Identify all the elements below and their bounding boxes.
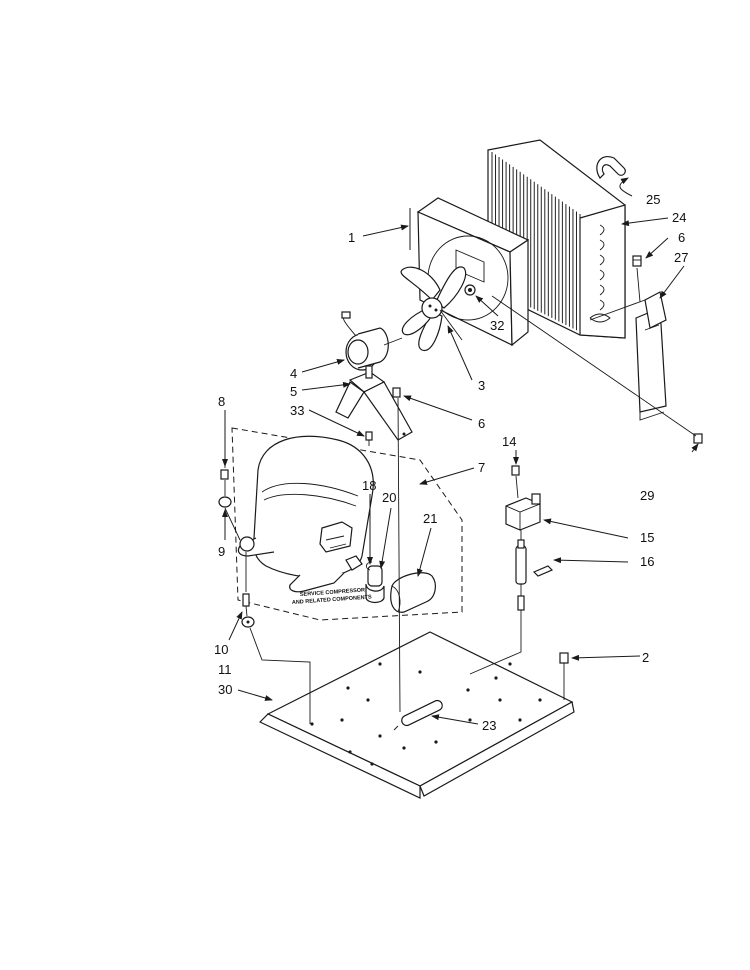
base-pan-hole	[418, 670, 422, 674]
base-pan-hole	[498, 698, 502, 702]
overload-relay	[365, 561, 385, 604]
base-pan-hole	[340, 718, 344, 722]
callout-5: 5	[290, 384, 297, 399]
fan-motor	[341, 311, 403, 371]
callout-11: 11	[218, 662, 232, 677]
tube-clip	[596, 156, 626, 179]
base-pan-hole	[346, 686, 350, 690]
base-pan-hole	[518, 718, 522, 722]
callout-32: 32	[490, 318, 504, 333]
callout-8: 8	[218, 394, 225, 409]
base-pan-hole	[370, 762, 374, 766]
callout-23: 23	[482, 718, 496, 733]
service-compressor-outline	[231, 427, 463, 621]
compressor	[237, 435, 374, 593]
callout-14: 14	[502, 434, 516, 449]
callout-4: 4	[290, 366, 297, 381]
screw-6-upper	[632, 255, 642, 267]
base-pan-hole	[508, 662, 512, 666]
fan-blade	[400, 266, 467, 351]
callout-16: 16	[640, 554, 654, 569]
service-note-line-2: AND RELATED COMPONENTS	[292, 594, 373, 606]
callout-9: 9	[218, 544, 225, 559]
base-pan-hole	[538, 698, 542, 702]
mount-grommet	[239, 536, 255, 552]
callout-labels: 1 25 24 6 27 32 3 4 5 33 8 6 14 7 29 18 …	[214, 192, 688, 733]
drier	[393, 699, 443, 731]
screw-33	[365, 431, 373, 446]
service-note: SERVICE COMPRESSOR AND RELATED COMPONENT…	[292, 587, 373, 606]
callout-30: 30	[218, 682, 232, 697]
callout-6-lower: 6	[478, 416, 485, 431]
base-pan-hole	[468, 718, 472, 722]
valve	[515, 539, 527, 611]
base-pan-hole	[378, 734, 382, 738]
callout-24: 24	[672, 210, 686, 225]
base-pan-hole	[366, 698, 370, 702]
relay-cover	[390, 572, 436, 613]
service-note-line-1: SERVICE COMPRESSOR	[300, 587, 366, 598]
sleeve-10	[242, 593, 250, 607]
nut-11	[241, 616, 255, 628]
base-pan-hole	[310, 722, 314, 726]
base-pan-hole	[494, 676, 498, 680]
callout-10: 10	[214, 642, 228, 657]
callout-25: 25	[646, 192, 660, 207]
screw-2	[559, 652, 569, 664]
callout-21: 21	[423, 511, 437, 526]
solenoid	[505, 493, 541, 531]
bolt-8	[220, 469, 229, 480]
leader-lines	[222, 177, 699, 725]
callout-33: 33	[290, 403, 304, 418]
bracket	[635, 291, 667, 421]
callout-3: 3	[478, 378, 485, 393]
callout-1: 1	[348, 230, 355, 245]
callout-15: 15	[640, 530, 654, 545]
tube-16	[532, 565, 554, 577]
callout-27: 27	[674, 250, 688, 265]
callout-7: 7	[478, 460, 485, 475]
base-pan-hole	[466, 688, 470, 692]
callout-29: 29	[640, 488, 654, 503]
motor-bracket	[335, 365, 413, 441]
grommet-9	[218, 496, 232, 508]
base-pan-hole	[348, 750, 352, 754]
callout-18: 18	[362, 478, 376, 493]
callout-2: 2	[642, 650, 649, 665]
base-pan-hole	[402, 746, 406, 750]
callout-6-upper: 6	[678, 230, 685, 245]
base-pan-hole	[378, 662, 382, 666]
screw-6-lower	[392, 387, 401, 398]
base-pan-hole	[434, 740, 438, 744]
screw-29	[693, 433, 703, 444]
callout-20: 20	[382, 490, 396, 505]
screw-14	[511, 465, 520, 476]
